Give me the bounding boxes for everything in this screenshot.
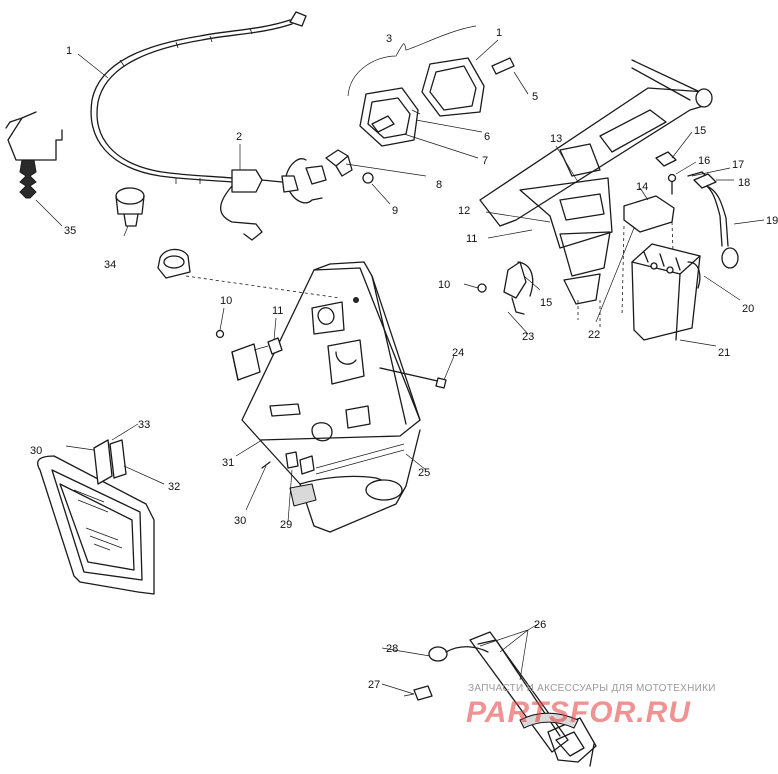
callout-8: 8 [436,179,442,191]
callout-21: 21 [718,347,730,359]
watermark: ЗАПЧАСТИ И АКСЕССУАРЫ ДЛЯ МОТОТЕХНИКИ PA… [466,683,716,729]
frame-rails [479,59,713,330]
part-19-battery-cable [693,173,739,269]
callout-1: 1 [66,45,72,57]
callout-10: 10 [220,295,232,307]
callout-16: 16 [698,155,710,167]
callout-25: 25 [418,467,430,479]
callout-30: 30 [30,445,42,457]
callout-27: 27 [368,679,380,691]
part-25-29-hardware [261,443,405,475]
callout-32: 32 [168,481,180,493]
callout-7: 7 [482,155,488,167]
callout-23: 23 [522,331,534,343]
part-34-holder [115,187,191,279]
callout-20: 20 [742,303,754,315]
part-28-lamp [428,646,489,662]
part-31-panel [185,261,421,533]
callout-30: 30 [234,515,246,527]
callout-12: 12 [458,205,470,217]
watermark-brand: PARTSFOR.RU [466,696,691,729]
callout-24: 24 [452,347,464,359]
callout-11: 11 [466,233,477,245]
callout-9: 9 [392,205,398,217]
callout-15: 15 [694,125,706,137]
callout-34: 34 [104,259,116,271]
callout-13: 13 [550,133,562,145]
callout-18: 18 [738,177,750,189]
watermark-subtitle: ЗАПЧАСТИ И АКСЕССУАРЫ ДЛЯ МОТОТЕХНИКИ [468,683,716,694]
part-1-wiring-harness [90,11,327,241]
callout-19: 19 [766,215,778,227]
callout-22: 22 [588,329,600,341]
callout-labels: 1 1 2 3 5 6 7 8 9 10 10 11 11 12 13 14 1… [30,27,778,691]
part-3-taillight-assembly [325,25,515,184]
callout-33: 33 [138,419,150,431]
callout-28: 28 [386,643,398,655]
callout-29: 29 [280,519,292,531]
callout-11: 11 [272,305,283,317]
callout-14: 14 [636,181,648,193]
callout-3: 3 [386,33,392,45]
callout-5: 5 [532,91,538,103]
callout-15: 15 [540,297,552,309]
part-35-bracket-clip [5,111,63,199]
callout-26: 26 [534,619,546,631]
part-24-bolt [379,367,447,389]
callout-1: 1 [496,27,502,39]
callout-35: 35 [64,225,76,237]
part-26-lower-bracket [469,629,597,767]
callout-2: 2 [236,131,242,143]
part-32-shield [37,439,155,595]
part-10-11-relay [215,329,283,381]
part-27-clip [403,685,433,701]
leader-lines [35,39,765,695]
part-21-battery [631,243,701,341]
callout-17: 17 [732,159,744,171]
part-22-23-strap [477,261,534,315]
callout-6: 6 [484,131,490,143]
callout-31: 31 [222,457,234,469]
callout-10: 10 [438,279,450,291]
